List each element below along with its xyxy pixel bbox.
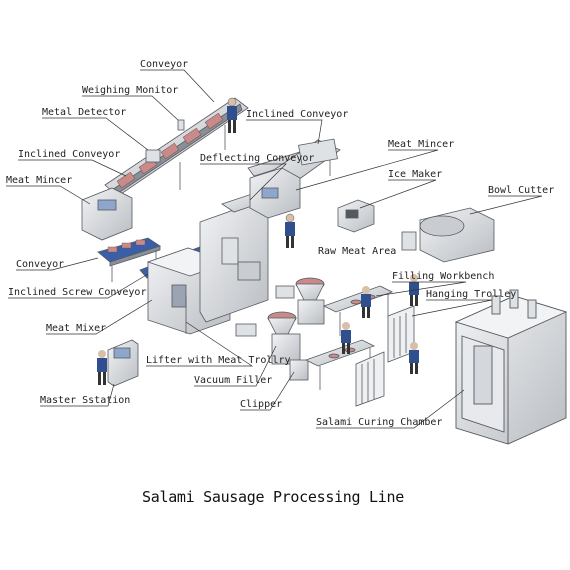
- label-hanging-trolley: Hanging Trolley: [426, 289, 516, 300]
- master-station-machine: [107, 339, 139, 387]
- label-lifter-with-meat-trolley: Lifter with Meat Trollry: [146, 355, 291, 366]
- worker-figure: [97, 350, 107, 385]
- worker-figure: [409, 342, 419, 374]
- worker-figure: [361, 286, 371, 318]
- label-inclined-screw-conveyor: Inclined Screw Conveyor: [8, 287, 146, 298]
- vacuum-filler-upper-machine: [275, 277, 325, 325]
- clipper-machine: [289, 359, 309, 381]
- label-deflecting-conveyor: Deflecting Conveyor: [200, 153, 314, 164]
- vacuum-filler-lower-machine: [235, 311, 301, 365]
- conveyor-lower-machine: [97, 237, 161, 282]
- label-ice-maker: Ice Maker: [388, 169, 442, 180]
- label-weighing-monitor: Weighing Monitor: [82, 85, 178, 96]
- label-meat-mincer-left: Meat Mincer: [6, 175, 72, 186]
- label-vacuum-filler: Vacuum Filler: [194, 375, 272, 386]
- worker-figure: [227, 97, 237, 133]
- leader-lines: [6, 69, 543, 429]
- label-conveyor-top: Conveyor: [140, 59, 188, 70]
- hanging-trolley-lower: [355, 351, 385, 407]
- meat-mincer-right-machine: [249, 167, 301, 219]
- label-inclined-conveyor-right: Inclined Conveyor: [246, 109, 348, 120]
- meat-mincer-left-machine: [81, 187, 133, 241]
- worker-figure: [409, 274, 419, 306]
- worker-figure: [285, 213, 295, 248]
- label-metal-detector: Metal Detector: [42, 107, 126, 118]
- label-raw-meat-area: Raw Meat Area: [318, 246, 396, 257]
- salami-curing-chamber-machine: [454, 289, 568, 445]
- bowl-cutter-machine: [401, 207, 495, 263]
- label-salami-curing-chamber: Salami Curing Chamber: [316, 417, 442, 428]
- filling-workbench-upper: [322, 285, 394, 336]
- ice-maker-machine: [337, 199, 375, 233]
- label-filling-workbench: Filling Workbench: [392, 271, 494, 282]
- label-conveyor-bottom: Conveyor: [16, 259, 64, 270]
- top-conveyor-line: [104, 97, 249, 222]
- label-bowl-cutter: Bowl Cutter: [488, 185, 554, 196]
- worker-figure: [341, 322, 351, 354]
- label-clipper: Clipper: [240, 399, 282, 410]
- label-inclined-conveyor-left: Inclined Conveyor: [18, 149, 120, 160]
- label-meat-mixer: Meat Mixer: [46, 323, 106, 334]
- diagram-title: Salami Sausage Processing Line: [142, 488, 404, 506]
- label-meat-mincer-right: Meat Mincer: [388, 139, 454, 150]
- label-master-station: Master Sstation: [40, 395, 130, 406]
